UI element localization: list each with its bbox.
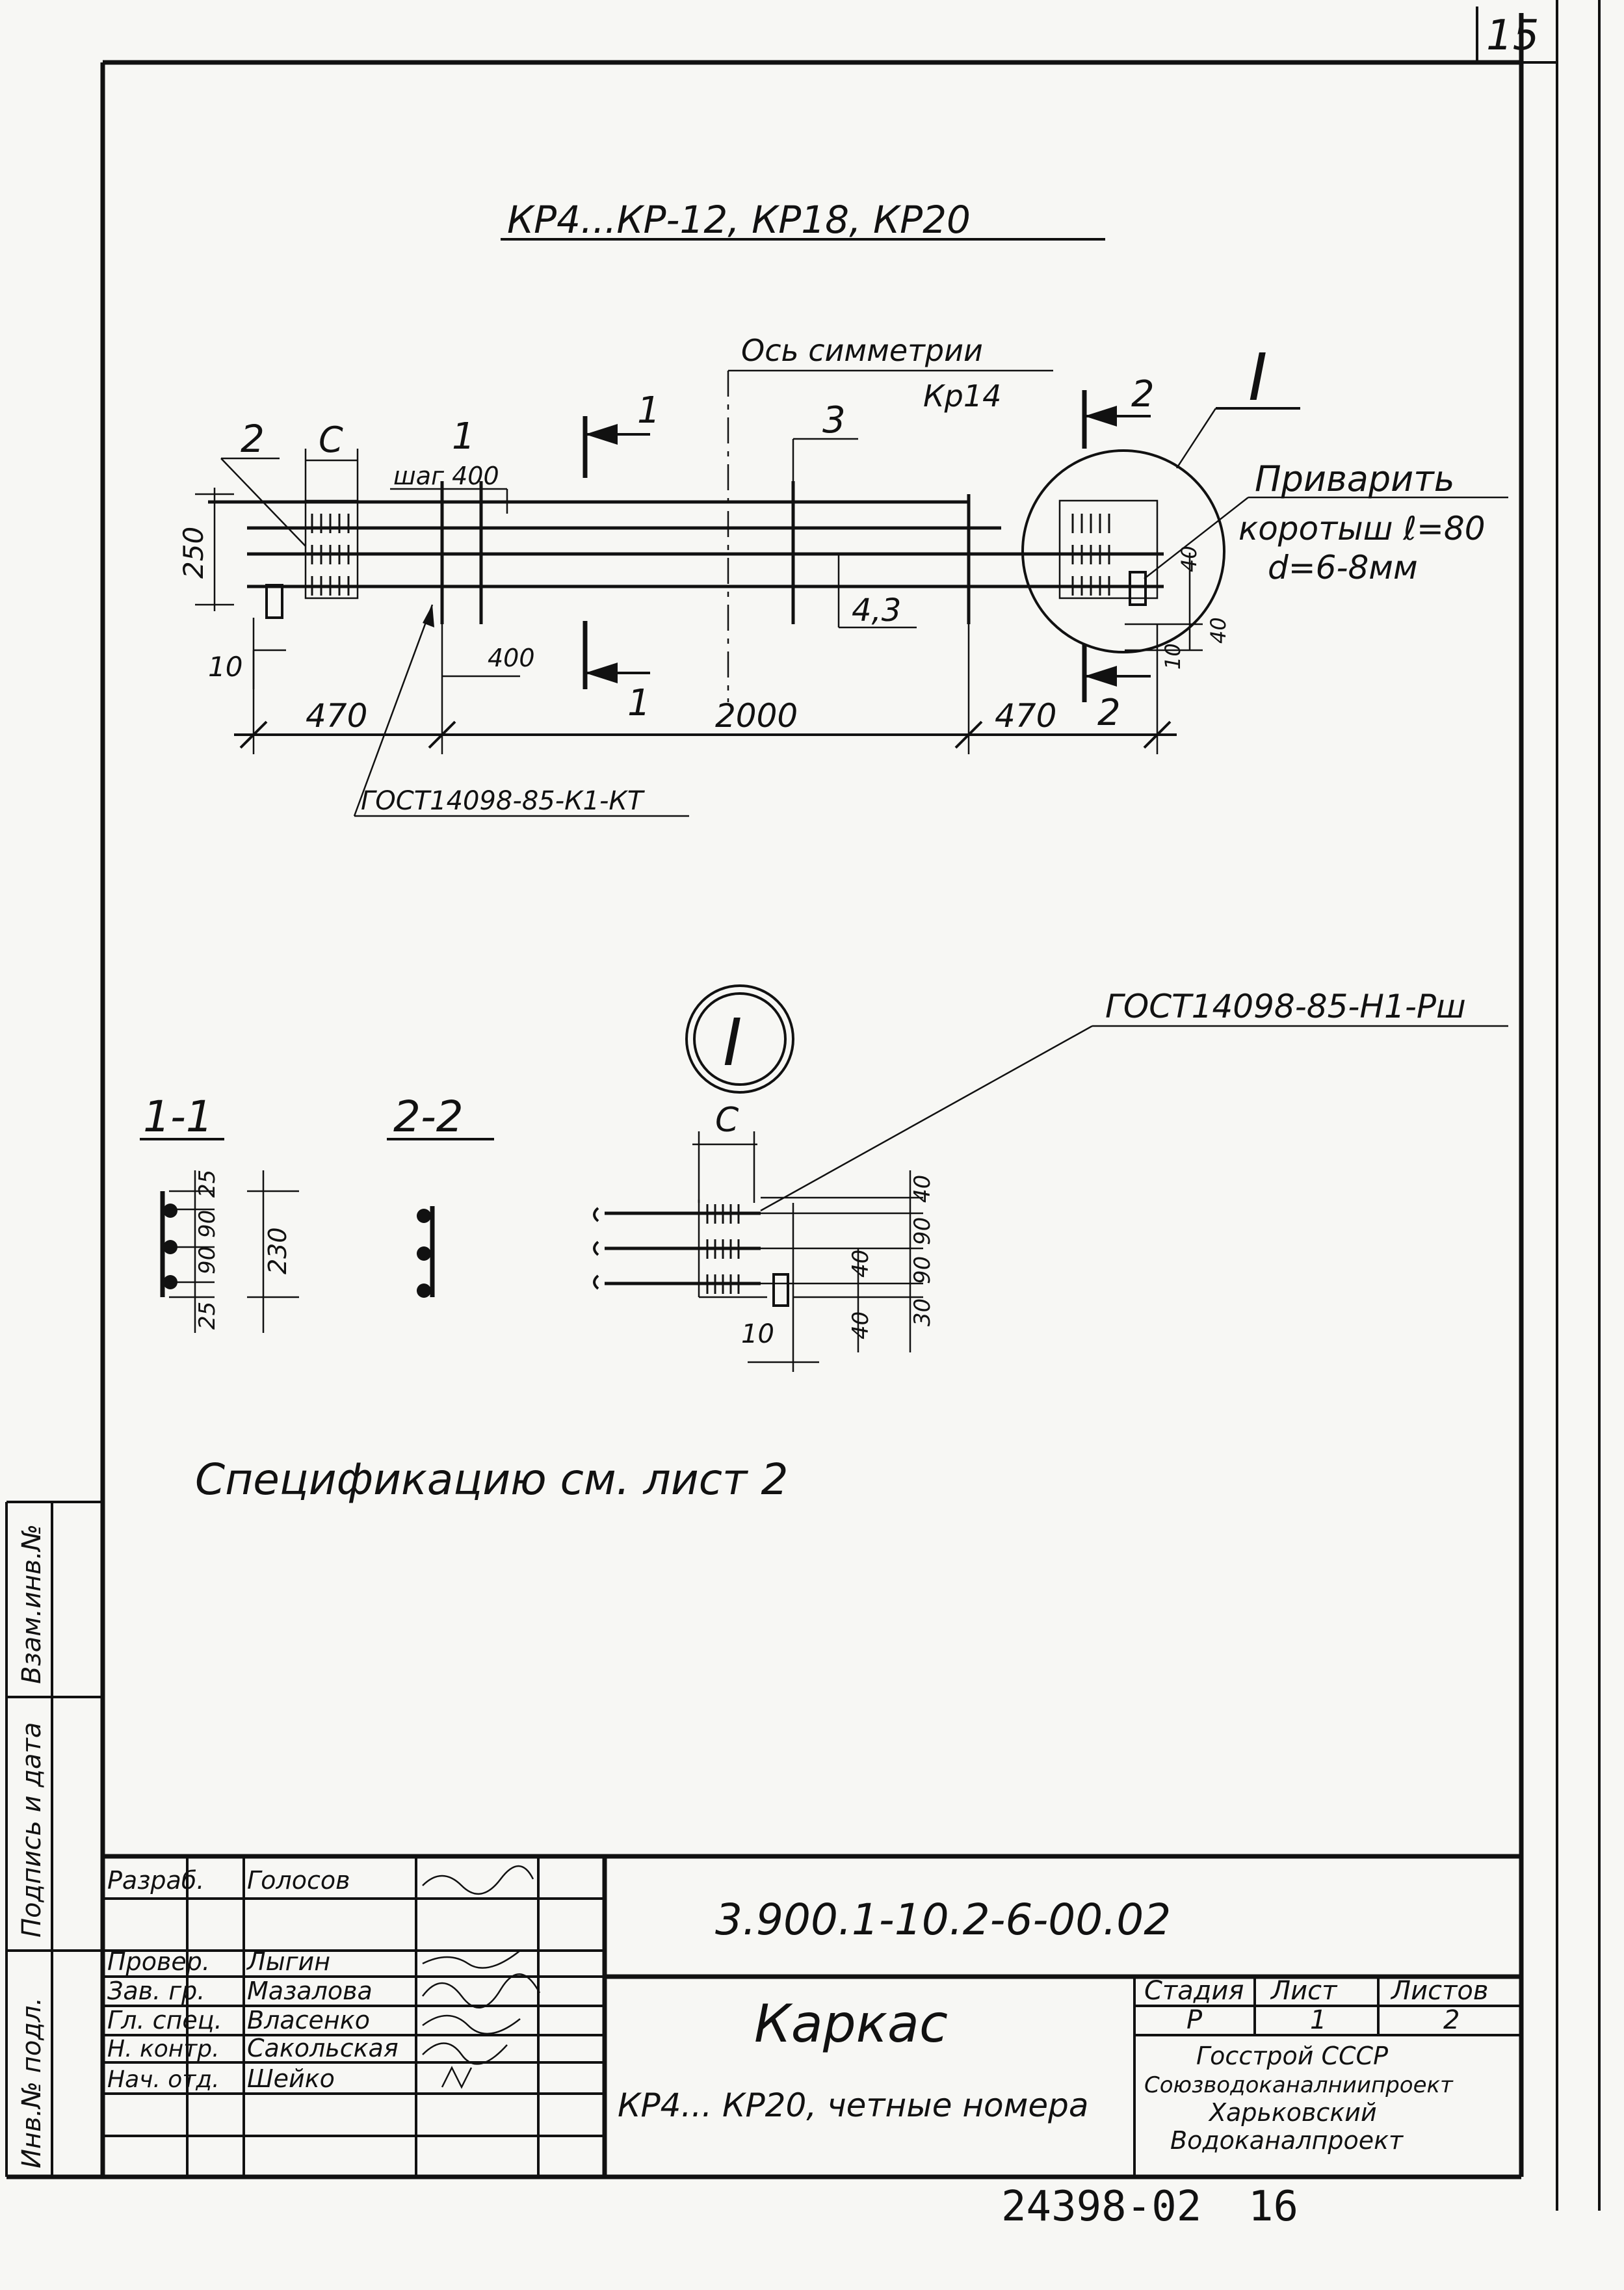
name-1: Лыгин (246, 1947, 330, 1976)
stamp-vzam-inv: Взам.инв.№ (17, 1524, 47, 1684)
step-label: шаг 400 (393, 462, 499, 490)
detail-marker: I (685, 984, 794, 1094)
name-0: Голосов (247, 1866, 350, 1895)
sheet-frame (7, 0, 1601, 2211)
detail-c-label: С (715, 1101, 739, 1140)
detail-callout-circle (1021, 449, 1225, 653)
title-block: Разраб. Голосов Провер. Лыгин Зав. гр. М… (103, 1854, 1521, 2177)
dim-230: 230 (263, 1227, 292, 1274)
spec-note: Спецификацию см. лист 2 (195, 1454, 788, 1505)
weld-note-2: коротыш ℓ=80 (1238, 510, 1486, 547)
role-2: Зав. гр. (107, 1977, 205, 2005)
org-line-4: Водоканалпроект (1170, 2126, 1404, 2155)
dim-11-25-top: 25 (194, 1170, 220, 1198)
dim-470-right: 470 (995, 697, 1056, 735)
detail-dim-90-b: 90 (910, 1256, 936, 1284)
name-5: Шейко (247, 2064, 335, 2093)
c-label: С (319, 419, 343, 460)
svg-text:1: 1 (627, 682, 651, 724)
weld-note-1: Приварить (1255, 458, 1455, 499)
symmetry-axis-label: Ось симметрии (741, 333, 983, 368)
detail-I-drawing: С 40 90 90 30 40 40 10 (593, 1101, 936, 1372)
name-4: Сакольская (247, 2034, 399, 2062)
side-stamp: Взам.инв.№ Подпись и дата Инв.№ подл. (5, 1501, 103, 2177)
detail-dim-10: 10 (741, 1319, 774, 1349)
stage-value: Р (1186, 2005, 1203, 2035)
section-1-1: 1-1 25 90 90 25 230 (140, 1092, 299, 1333)
dim-11-25-bot: 25 (194, 1302, 220, 1330)
dim-10-left: 10 (208, 651, 242, 683)
left-hatch-end (265, 499, 359, 619)
archive-number: 24398-02 (1001, 2183, 1201, 2231)
sheets-header: Листов (1390, 1976, 1488, 2006)
detail-mark: I (723, 1005, 742, 1081)
svg-text:1: 1 (637, 389, 661, 432)
org-line-3: Харьковский (1208, 2098, 1377, 2127)
dim-11-90-b: 90 (194, 1246, 220, 1274)
org-line-1: Госстрой СССР (1196, 2042, 1388, 2070)
dim-right-10: 10 (1160, 643, 1185, 670)
page-number: 15 (1486, 12, 1539, 60)
detail-dim-40-mid-a: 40 (848, 1250, 874, 1278)
svg-text:2: 2 (1097, 692, 1121, 734)
name-3: Власенко (247, 2006, 370, 2034)
sheet-value: 1 (1310, 2005, 1326, 2035)
stamp-podpis-data: Подпись и дата (17, 1722, 47, 1938)
cage-elevation: Ось симметрии Кр14 1 1 2 2 2 С (177, 333, 1508, 817)
detail-dim-30: 30 (910, 1298, 936, 1326)
section-2-2: 2-2 (387, 1092, 494, 1298)
item-name: Каркас (754, 1994, 948, 2054)
dim-11-90-a: 90 (194, 1210, 220, 1238)
position-2-label: 2 (241, 417, 265, 461)
section-2-marks: 2 2 (1082, 373, 1155, 734)
dim-400: 400 (488, 644, 535, 672)
name-2: Мазалова (247, 1977, 373, 2005)
dim-2000: 2000 (715, 697, 798, 735)
gost-elevation-label: ГОСТ14098-85-К1-КТ (361, 786, 646, 816)
sheets-value: 2 (1443, 2005, 1460, 2035)
role-0: Разраб. (107, 1866, 204, 1895)
gost-detail-label: ГОСТ14098-85-Н1-Рш (1105, 988, 1466, 1025)
archive-page: 16 (1248, 2183, 1298, 2231)
role-4: Н. контр. (107, 2036, 220, 2062)
item-subtitle: КР4... КР20, четные номера (618, 2086, 1089, 2124)
svg-text:2: 2 (1131, 373, 1155, 415)
symmetry-axis-sub: Кр14 (923, 378, 1001, 414)
dim-right-40b: 40 (1206, 617, 1231, 644)
dim-470-left: 470 (306, 697, 367, 735)
detail-dim-90-a: 90 (910, 1217, 936, 1245)
signatures (422, 1865, 541, 2089)
stage-header: Стадия (1144, 1976, 1244, 2006)
position-1-label: 1 (452, 415, 475, 458)
detail-dim-40-mid-b: 40 (848, 1311, 874, 1339)
dim-right-40a: 40 (1177, 546, 1201, 572)
right-hatch-end (1058, 499, 1159, 606)
doc-code: 3.900.1-10.2-6-00.02 (715, 1895, 1171, 1945)
section-1-1-label: 1-1 (143, 1092, 213, 1142)
dim-250: 250 (177, 527, 209, 579)
detail-mark-elevation: I (1248, 339, 1268, 415)
stamp-inv-podl: Инв.№ подл. (17, 1997, 47, 2168)
role-3: Гл. спец. (107, 2006, 222, 2034)
detail-dim-40-top: 40 (910, 1175, 936, 1203)
role-1: Провер. (107, 1947, 210, 1976)
weld-note-3: d=6-8мм (1268, 549, 1418, 586)
section-2-2-label: 2-2 (393, 1092, 464, 1142)
section-1-marks: 1 1 (583, 389, 661, 724)
ref-43-label: 4,3 (852, 592, 901, 629)
drawing-title: КР4...КР-12, КР18, КР20 (507, 198, 971, 242)
org-line-2: Союзводоканалниипроект (1144, 2072, 1454, 2098)
sheet-header: Лист (1270, 1976, 1338, 2006)
role-5: Нач. отд. (107, 2066, 220, 2093)
position-3-label: 3 (822, 399, 846, 441)
